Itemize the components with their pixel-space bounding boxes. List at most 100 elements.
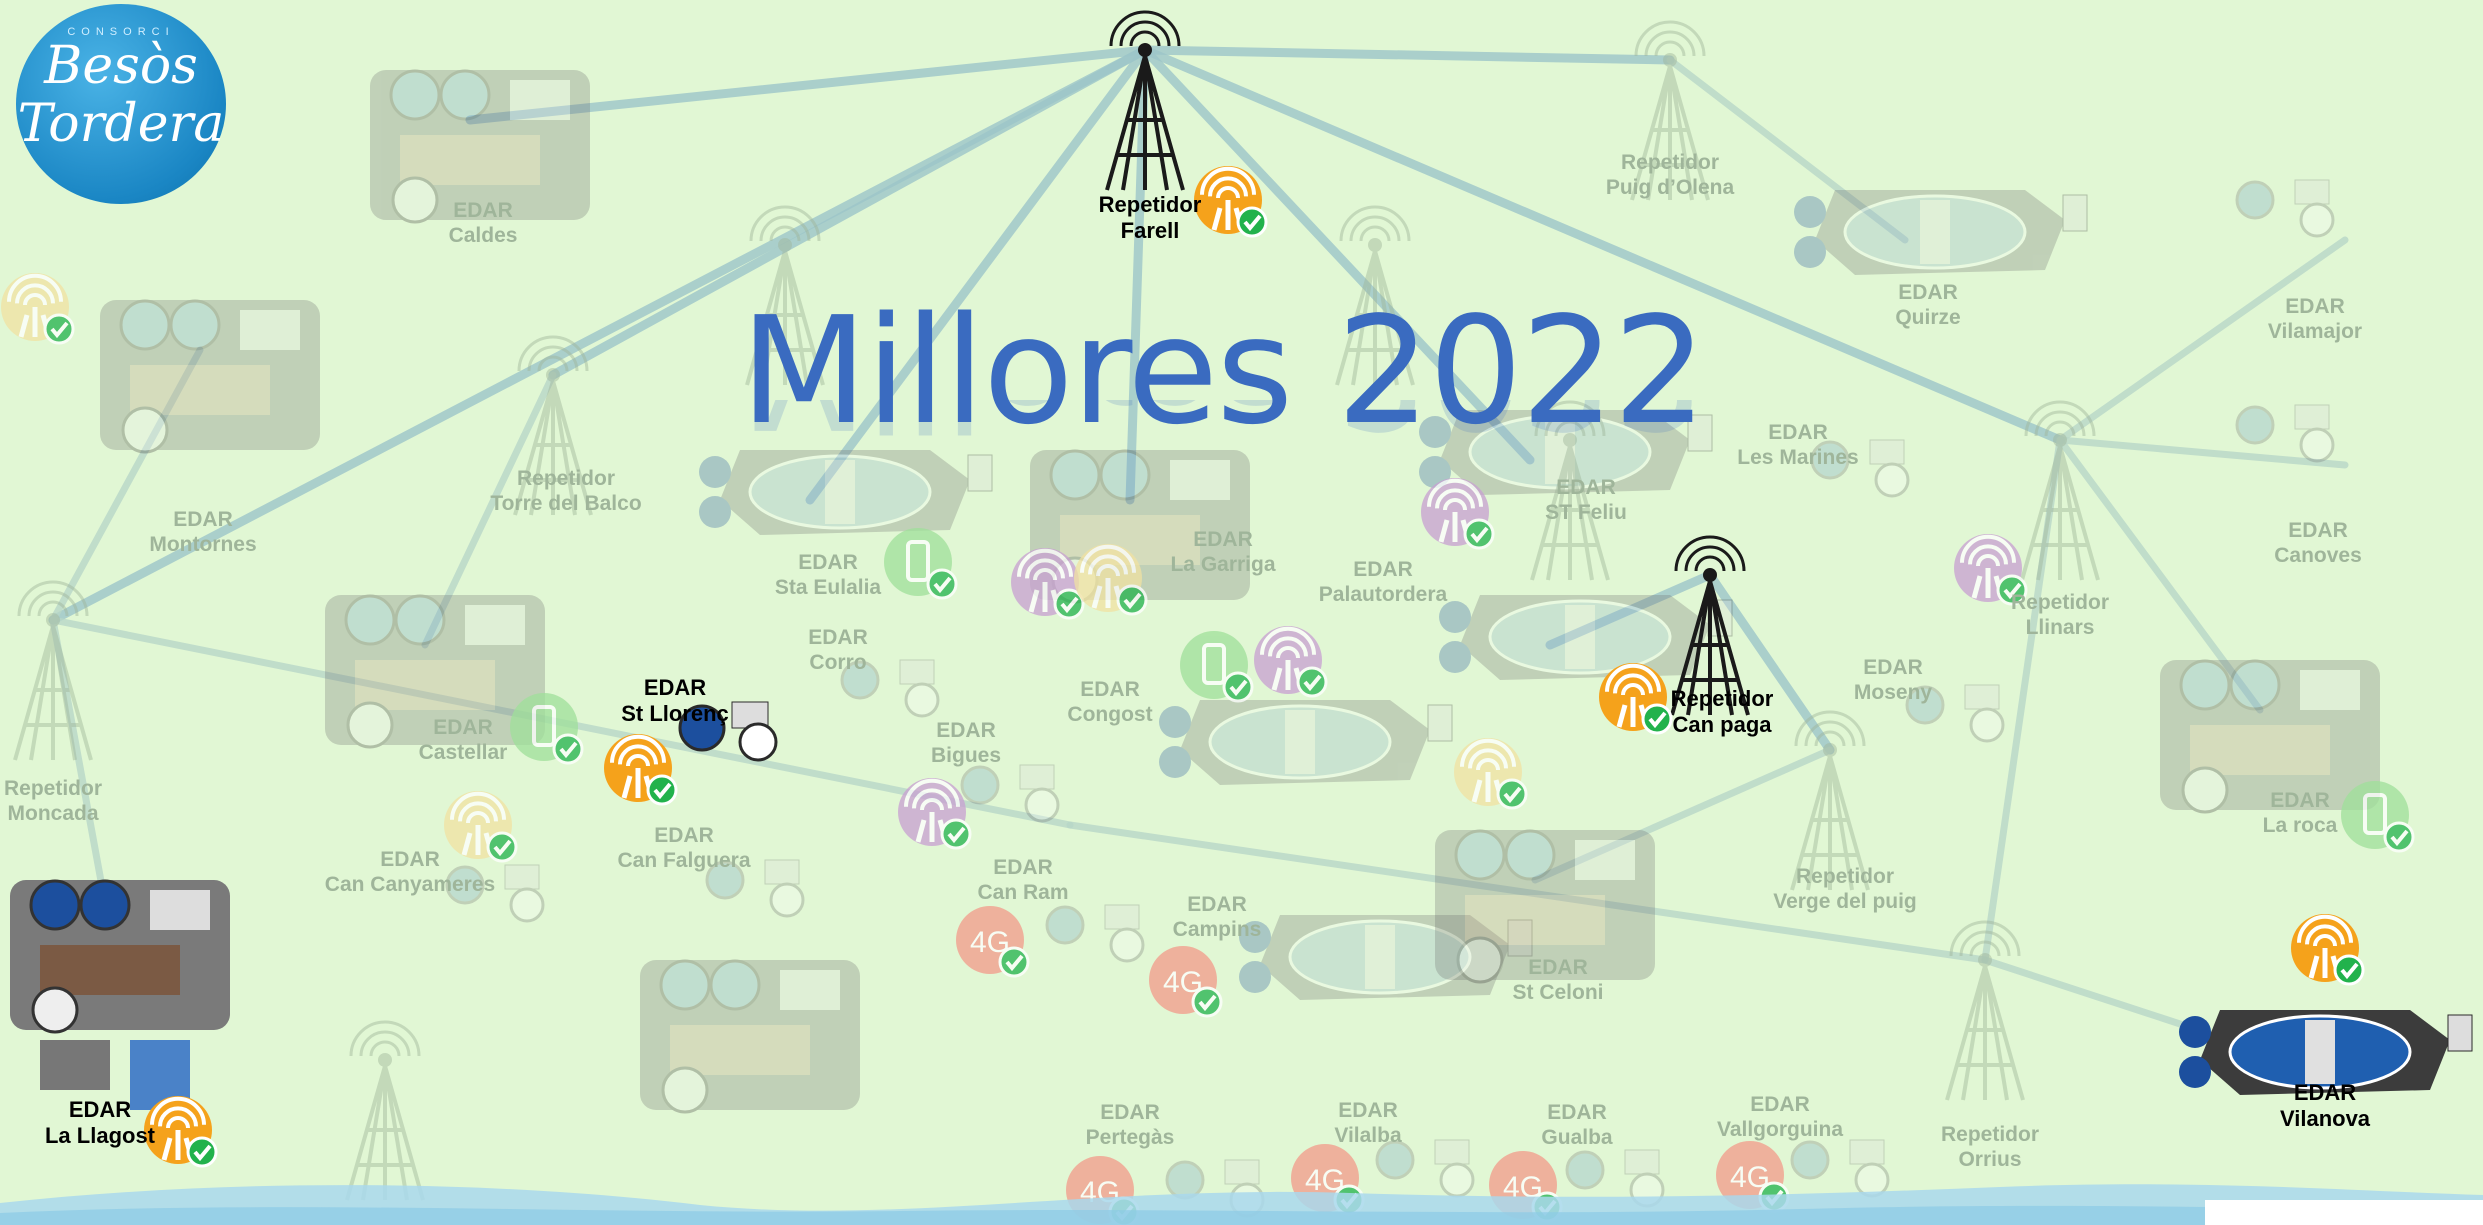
node-name: Caldes [448, 224, 518, 248]
node-name: Can paga [1672, 712, 1772, 738]
check-icon [2333, 954, 2365, 986]
check-icon [646, 774, 678, 806]
node-name: Vallgorguina [1716, 1118, 1844, 1142]
node-type: EDAR [2285, 295, 2345, 318]
node-type: EDAR [1750, 1093, 1810, 1116]
node-name: Can Ram [977, 881, 1069, 905]
tower-icon-llinars [2020, 400, 2100, 581]
badge-green-phone-congost [1180, 631, 1254, 703]
check-icon [926, 568, 958, 600]
plant-icon-la-roca [2160, 659, 2380, 814]
node-type: EDAR [1528, 956, 1588, 979]
link-can-paga-verge-puig [1705, 570, 1835, 755]
badge-orange-wifi-farell [1194, 166, 1268, 238]
badge-purple-wifi-la-garriga [1011, 548, 1085, 620]
badge-orange-wifi-st-llorenc [604, 734, 678, 806]
node-name: La Garriga [1170, 553, 1276, 577]
background-tower-3 [1335, 205, 1415, 386]
node-type: EDAR [1556, 476, 1616, 499]
node-name: Canoves [2274, 544, 2362, 568]
plant-icon-can-ram [1045, 904, 1145, 963]
badge-yellow-wifi-montornes [1, 273, 75, 345]
link-farell-la-garriga [1125, 45, 1150, 505]
link-farell-caldes [465, 45, 1150, 125]
node-name: St Celoni [1512, 981, 1604, 1005]
plant-icon-caldes [370, 69, 590, 224]
background-plant-0 [640, 959, 860, 1114]
node-name: Vilanova [2279, 1106, 2371, 1132]
node-type: EDAR [453, 199, 513, 222]
tower-icon-moncada [13, 580, 93, 761]
plant-icon-campins [1239, 915, 1533, 1000]
plant-icon-la-llagost [10, 879, 230, 1110]
tower-icon-torre-balco [513, 335, 593, 516]
plant-icon-moseny [1905, 684, 2005, 743]
node-type: EDAR [993, 856, 1053, 879]
link-farell-st-feliu [1140, 45, 1535, 465]
node-name: Can Falguera [617, 849, 751, 873]
plant-icon-bigues [960, 764, 1060, 823]
plant-icon-corro [840, 659, 940, 718]
plant-icon-vallgorguina [1790, 1139, 1890, 1198]
tower-icon-verge-puig [1790, 710, 1870, 891]
node-type: EDAR [433, 716, 493, 739]
node-type: EDAR [2288, 519, 2348, 542]
node-type: Repetidor [1795, 865, 1895, 888]
link-farell-torre-balco [548, 45, 1150, 380]
slide-title: Millores 2022 [740, 285, 1707, 457]
badge-yellow-wifi-la-garriga [1074, 544, 1148, 616]
node-type: EDAR [1768, 421, 1828, 444]
check-icon [1116, 584, 1148, 616]
check-icon [1222, 671, 1254, 703]
node-type: EDAR [2270, 789, 2330, 812]
check-icon [1496, 778, 1528, 810]
node-name: Moncada [7, 802, 99, 826]
check-icon [998, 946, 1030, 978]
node-name: Orrius [1958, 1148, 2022, 1172]
node-name: La roca [2262, 814, 2338, 838]
check-icon [940, 818, 972, 850]
consorci-logo: CONSORCI Besòs Tordera [16, 4, 226, 204]
tower-icon-farell [1105, 10, 1185, 191]
node-type: EDAR [1338, 1099, 1398, 1122]
node-name: St Llorenç [621, 701, 729, 727]
plant-icon-can-falguera [705, 859, 805, 918]
check-icon [1236, 206, 1268, 238]
plant-icon-vilanova [2179, 1010, 2473, 1095]
tower-icon-can-paga [1670, 535, 1750, 716]
node-name: Pertegàs [1085, 1126, 1175, 1150]
plant-icon-can-canyameres [445, 864, 545, 923]
check-icon [1463, 518, 1495, 550]
badge-red-4g-can-ram: 4G [956, 906, 1030, 978]
node-name: Montornes [149, 533, 257, 557]
node-type: EDAR [936, 719, 996, 742]
node-type: EDAR [1353, 558, 1413, 581]
plant-icon-palautordera [1439, 595, 1733, 680]
node-type: EDAR [1863, 656, 1923, 679]
plant-icon-canoves [2235, 404, 2335, 463]
node-type: Repetidor [1620, 151, 1720, 174]
node-type: EDAR [798, 551, 858, 574]
check-icon [2383, 821, 2415, 853]
background-tower-0 [345, 1020, 425, 1201]
link-puig-olena-quirze [1666, 56, 1909, 244]
